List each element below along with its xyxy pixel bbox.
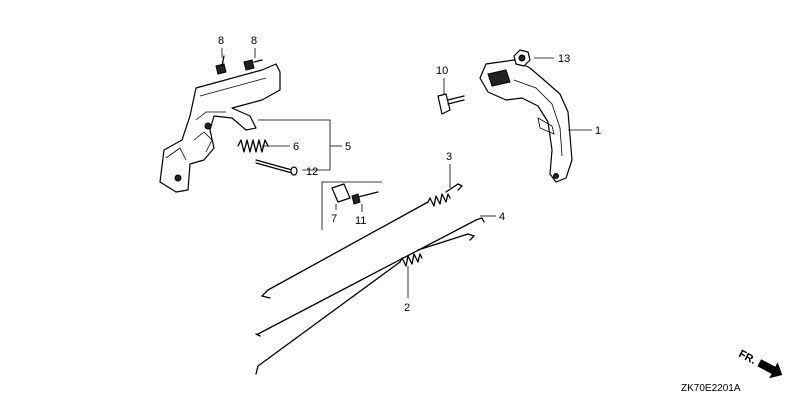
right-lever — [479, 59, 573, 183]
rod-4 — [255, 217, 485, 337]
callout-10: 10 — [436, 65, 448, 77]
front-direction-indicator: FR. — [737, 348, 783, 379]
rod-2 — [255, 233, 475, 375]
rod-3 — [261, 183, 463, 299]
diagram-code: ZK70E2201A — [681, 383, 741, 394]
callout-13: 13 — [558, 53, 570, 65]
callout-1: 1 — [595, 125, 601, 137]
group-bracket — [321, 181, 382, 230]
callout-7: 7 — [331, 213, 337, 225]
callout-4: 4 — [499, 211, 505, 223]
bolt-11 — [351, 191, 379, 205]
callout-2: 2 — [404, 302, 410, 314]
pin-12 — [255, 159, 298, 176]
front-direction-arrow-icon — [757, 359, 783, 379]
spring-6 — [237, 139, 269, 153]
bolt-10 — [437, 93, 465, 115]
callout-11: 11 — [355, 215, 366, 227]
callout-6: 6 — [293, 141, 299, 153]
bolt-8-left — [215, 55, 227, 75]
callout-8-left: 8 — [218, 35, 224, 47]
collar-7 — [331, 183, 351, 203]
callout-12: 12 — [306, 166, 318, 178]
front-direction-label: FR. — [737, 348, 758, 367]
callout-3: 3 — [446, 151, 452, 163]
leader-lines — [221, 48, 592, 298]
bolt-8-right — [243, 59, 263, 71]
callout-8-right: 8 — [251, 35, 257, 47]
nut-13 — [513, 49, 531, 67]
callout-5: 5 — [345, 141, 351, 153]
left-bracket — [159, 63, 281, 193]
